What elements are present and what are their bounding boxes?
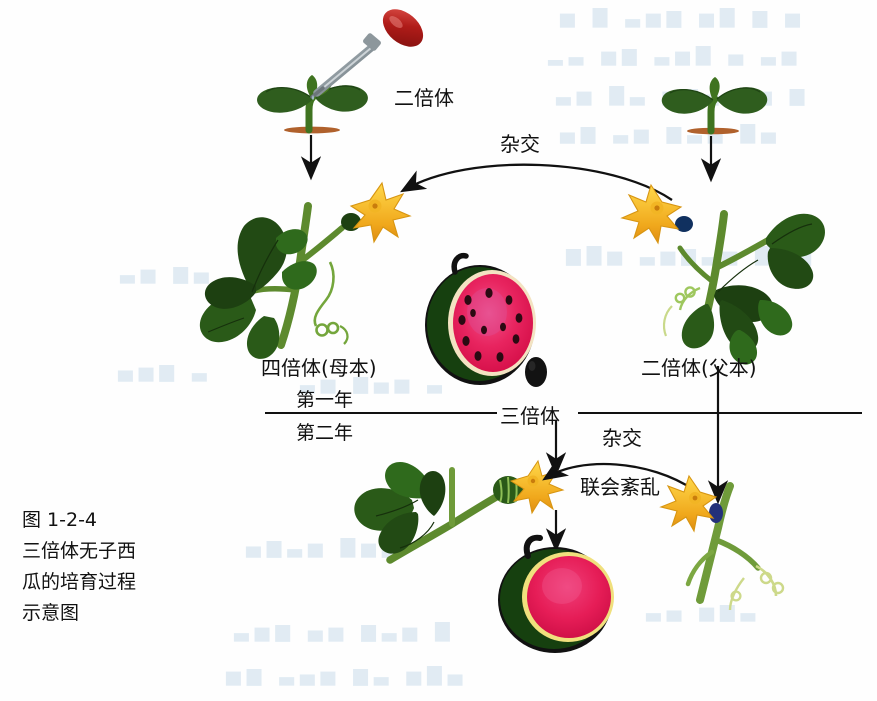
caption-line-2: 瓜的培育过程 bbox=[22, 571, 137, 593]
diploid-father-plant bbox=[620, 183, 825, 365]
father-flower-year2 bbox=[659, 474, 718, 533]
label-tetraploid-mother: 四倍体(母本) bbox=[261, 356, 377, 380]
diploid-pollen-parent-year2 bbox=[659, 474, 785, 611]
caption-line-3: 示意图 bbox=[22, 602, 80, 624]
cross-arrow-top bbox=[400, 163, 673, 201]
label-year-two: 第二年 bbox=[296, 422, 354, 444]
triploid-plant-year2 bbox=[354, 459, 565, 564]
bleed-through-text: ▄▆ ▃▅ ▆▃▅ ▇▄ bbox=[560, 122, 782, 144]
label-cross-top: 杂交 bbox=[500, 132, 540, 156]
diploid-seedling-treated bbox=[257, 75, 368, 134]
caption-line-1: 三倍体无子西 bbox=[22, 540, 137, 562]
tetraploid-flower bbox=[349, 181, 412, 244]
label-synapsis-disorder: 联会紊乱 bbox=[580, 475, 660, 499]
tetraploid-mother-plant bbox=[199, 181, 412, 359]
bleed-through-text: ▃▅▆ ▄▅ ▆▃▅ ▇ bbox=[234, 620, 456, 642]
bleed-through-text: ▃▄ ▅▆▃ bbox=[646, 600, 762, 622]
bleed-through-text: ▂▃ ▅▆ ▃▅▇ ▄ ▃▅ bbox=[548, 44, 803, 66]
bleed-through-text: ▄▅▆ ▃ bbox=[118, 360, 213, 382]
bleed-through-text: ▄▆▃▅ ▇▅▆ bbox=[246, 536, 403, 558]
label-year-one: 第一年 bbox=[296, 389, 354, 411]
triploid-seedless-watermelon bbox=[498, 534, 614, 653]
cross-arrow-bottom bbox=[542, 457, 695, 491]
tetraploid-watermelon-with-seeds bbox=[425, 252, 536, 385]
label-diploid-father: 二倍体(父本) bbox=[641, 356, 757, 380]
bleed-through-text: ▃▅ ▆▄ bbox=[120, 262, 215, 284]
triploid-seed bbox=[525, 357, 547, 387]
diploid-father-flower bbox=[620, 183, 683, 245]
diploid-seedling-untreated bbox=[661, 77, 768, 135]
label-cross-bottom: 杂交 bbox=[602, 426, 642, 450]
year-divider-left bbox=[265, 412, 497, 414]
bleed-through-text: ▅ ▇ ▃▅▆ ▅▇ ▆ ▅ bbox=[560, 6, 806, 28]
bleed-through-text: ▅▆ ▃▄▅ ▆▃ ▅▇▄ bbox=[226, 664, 469, 686]
bleed-through-text: ▃▅ ▆▄▅ ▃ bbox=[300, 372, 448, 394]
caption-number: 图 1-2-4 bbox=[22, 509, 98, 531]
dropper-pipette bbox=[310, 9, 424, 100]
figure-caption: 图 1-2-4 三倍体无子西 瓜的培育过程 示意图 bbox=[22, 505, 212, 629]
label-triploid: 三倍体 bbox=[500, 404, 560, 428]
year-divider-right bbox=[578, 412, 862, 414]
label-diploid-top: 二倍体 bbox=[394, 86, 454, 110]
